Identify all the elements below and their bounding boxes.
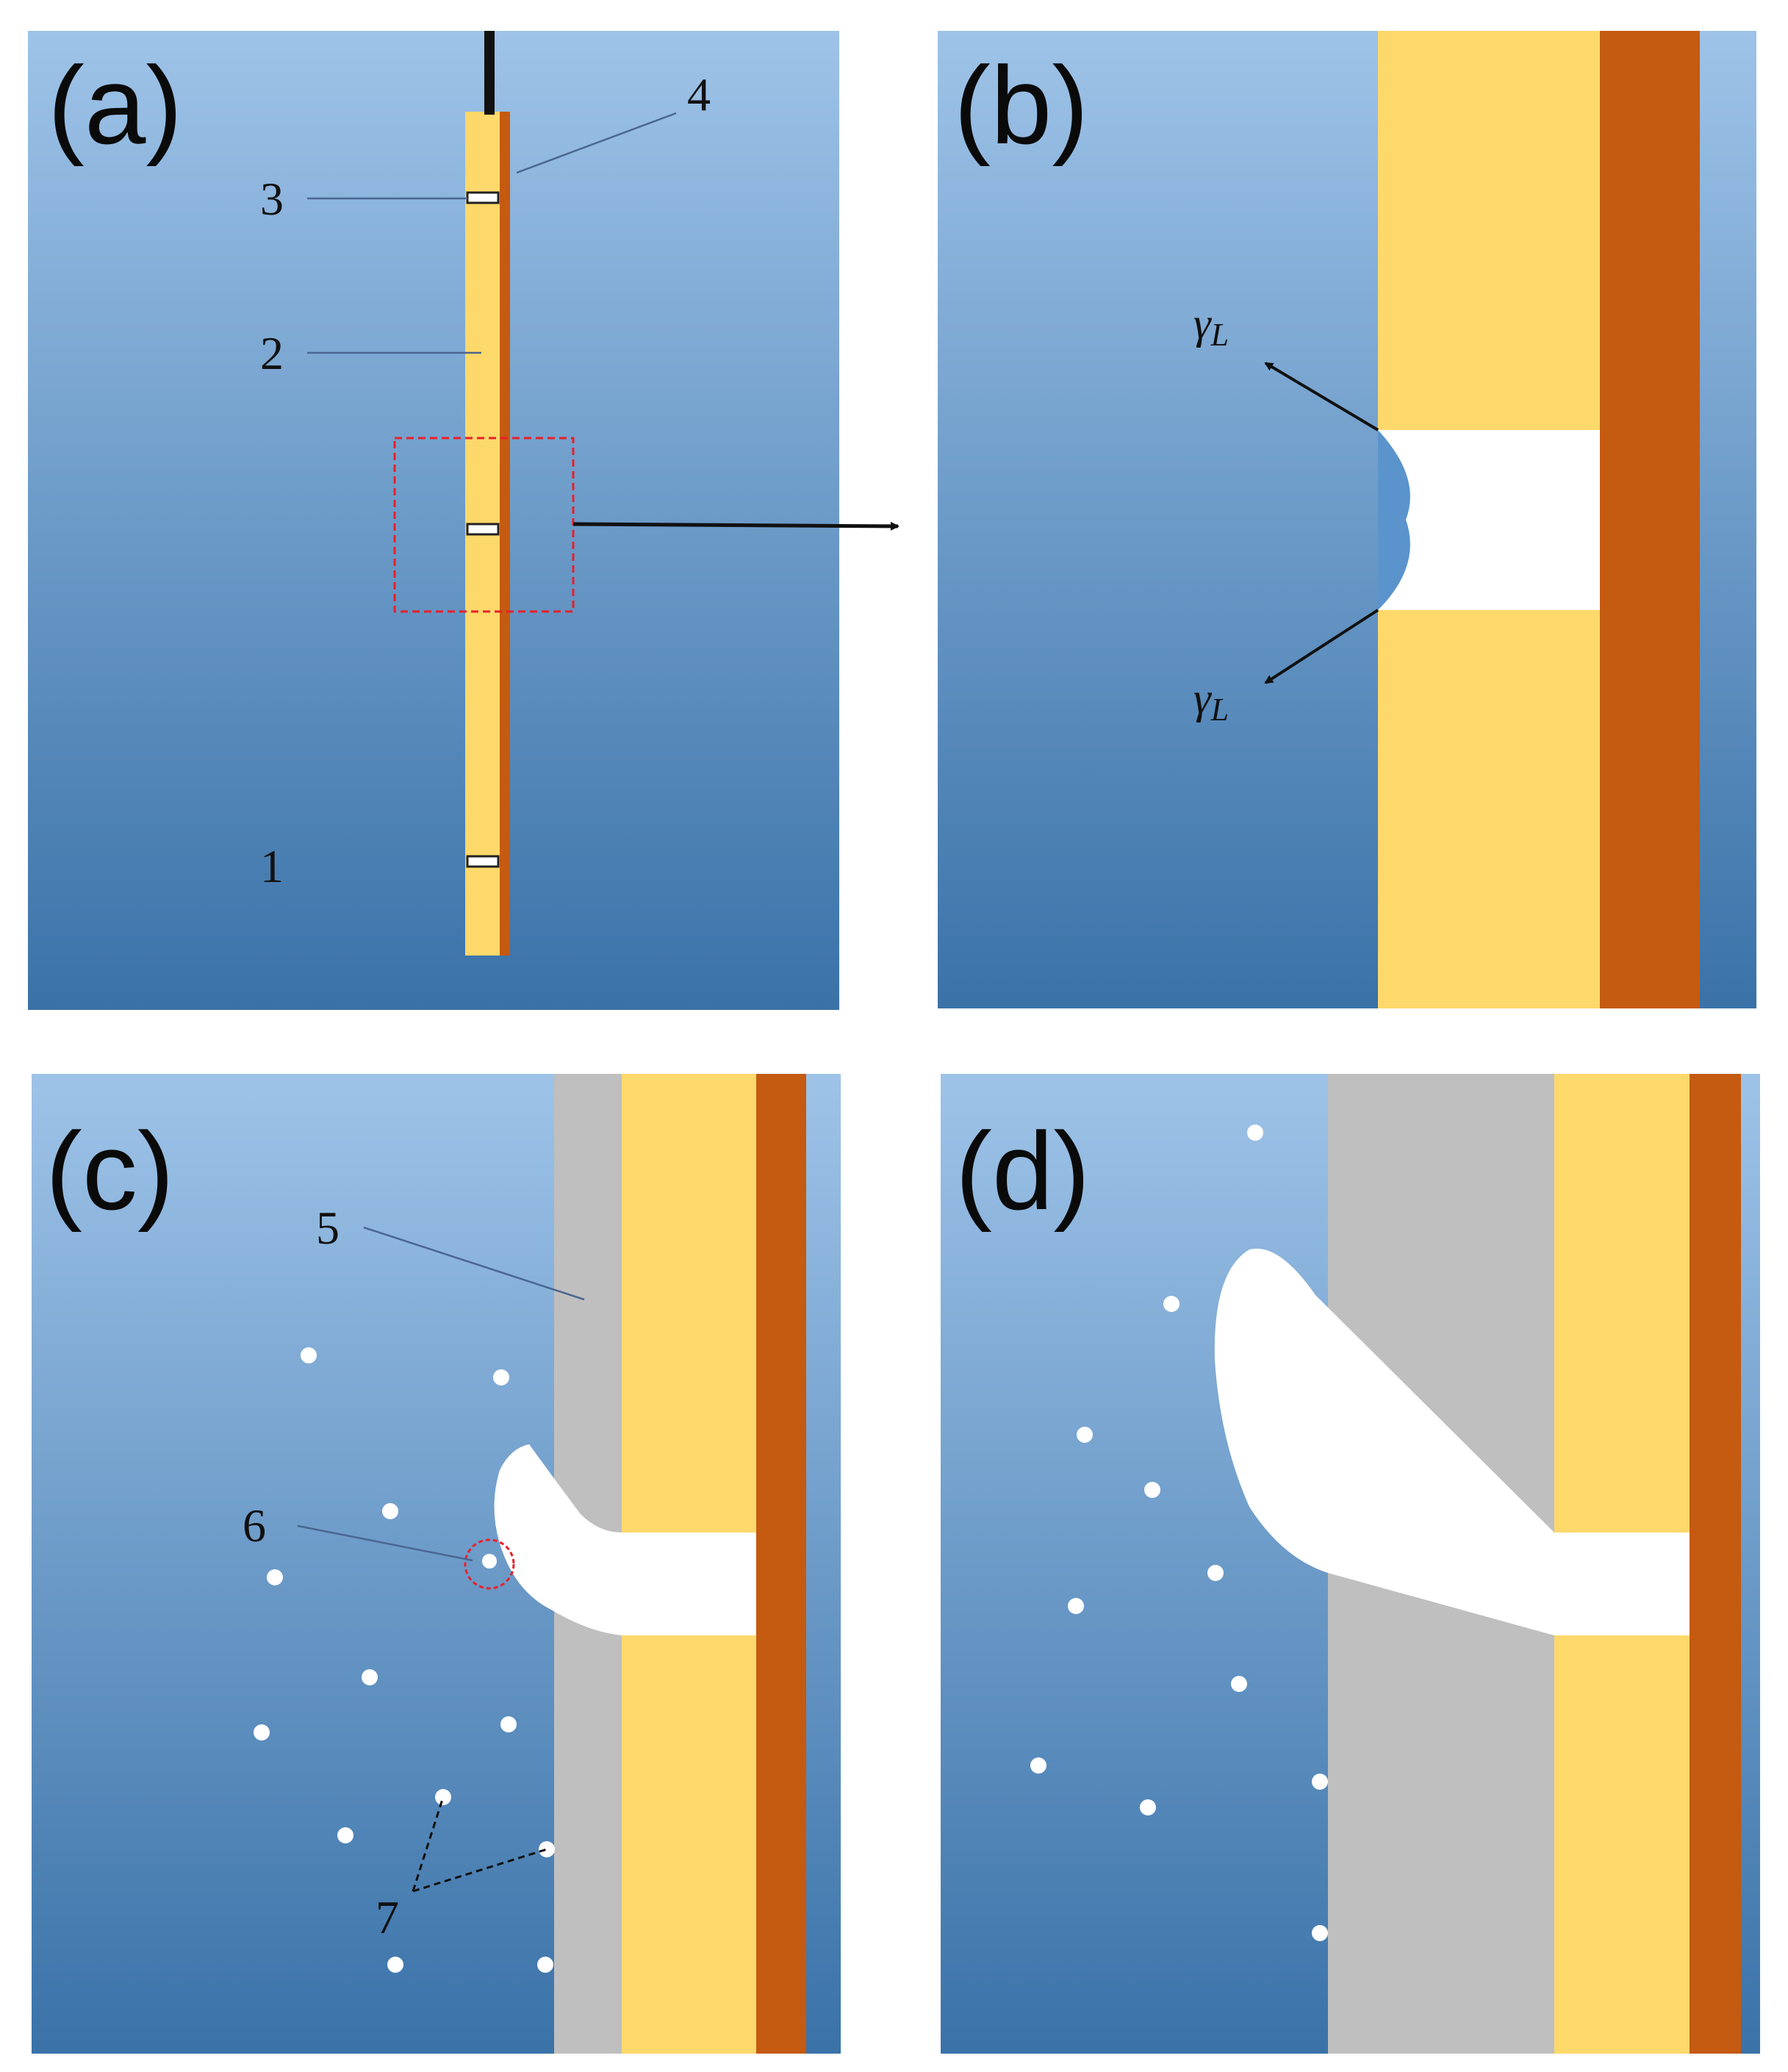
callout-4: 4 [687, 68, 711, 121]
ion-particle [1207, 1565, 1224, 1581]
ion-particle [1231, 1676, 1247, 1692]
gamma-label-upper: γL [1193, 299, 1229, 353]
ion-particle [493, 1369, 509, 1385]
ion-particle [337, 1827, 353, 1843]
ion-particle [435, 1789, 451, 1805]
pore-defect-middle [466, 523, 500, 536]
ion-particle [1077, 1427, 1093, 1443]
gas-bubble [494, 1444, 756, 1635]
substrate-layer [1600, 31, 1700, 1008]
ion-particles [254, 1347, 555, 1973]
suspension-wire [484, 31, 495, 115]
panel-d: (d) [941, 1074, 1760, 2054]
panel-b-label: (b) [954, 43, 1088, 167]
callout-1: 1 [260, 840, 284, 892]
callout-6: 6 [243, 1499, 266, 1552]
callout-2: 2 [260, 327, 284, 379]
ion-particle [254, 1724, 270, 1741]
callout-5: 5 [316, 1202, 340, 1254]
zoom-arrow [572, 521, 900, 531]
ion-particles [1030, 1125, 1328, 1941]
particle-highlight-circle [464, 1538, 515, 1590]
leader-line-7a [412, 1796, 445, 1892]
substrate-layer [756, 1074, 806, 2054]
gas-bubble [1214, 1248, 1690, 1635]
water-meniscus [1378, 430, 1410, 610]
ion-particle [1030, 1757, 1046, 1774]
gamma-label-lower: γL [1193, 674, 1229, 728]
ion-particle [1312, 1774, 1328, 1790]
pore-gas [1378, 430, 1600, 610]
substrate-layer [1690, 1074, 1741, 2054]
panel-c: (c) 5 6 7 [32, 1074, 841, 2054]
ion-particle [382, 1503, 398, 1519]
substrate-strip [500, 112, 510, 956]
panel-a: (a) 1 2 3 4 [28, 31, 900, 1010]
ion-particle [539, 1841, 555, 1857]
ion-particle [1312, 1925, 1328, 1941]
panel-a-label: (a) [48, 43, 182, 167]
leader-line-5 [363, 1226, 585, 1301]
leader-line-4 [516, 112, 677, 174]
ion-particle [1140, 1799, 1156, 1815]
ion-particle [387, 1957, 403, 1973]
ion-particle [267, 1569, 283, 1585]
callout-7: 7 [376, 1891, 399, 1943]
ion-particle [362, 1669, 378, 1685]
surface-tension-arrow-up [1264, 362, 1379, 431]
ion-particle [1068, 1598, 1084, 1614]
panel-c-label: (c) [46, 1109, 174, 1233]
panel-b: γL γL (b) [938, 31, 1756, 1008]
ion-particle [1247, 1125, 1263, 1141]
ion-particle [1144, 1482, 1160, 1498]
ion-particle-highlighted [482, 1554, 497, 1569]
panel-d-label: (d) [955, 1109, 1090, 1233]
leader-line-6 [297, 1524, 473, 1562]
surface-tension-arrow-down [1264, 609, 1379, 684]
panel-a-water-background [28, 31, 839, 1010]
ion-particle [1163, 1296, 1180, 1312]
pore-defect-top [466, 191, 500, 204]
pore-defect-bottom [466, 855, 500, 868]
ion-particle [500, 1716, 517, 1732]
leader-line-7b [412, 1848, 547, 1893]
ion-particle [537, 1957, 553, 1973]
callout-3: 3 [260, 173, 284, 225]
ion-particle [301, 1347, 317, 1363]
